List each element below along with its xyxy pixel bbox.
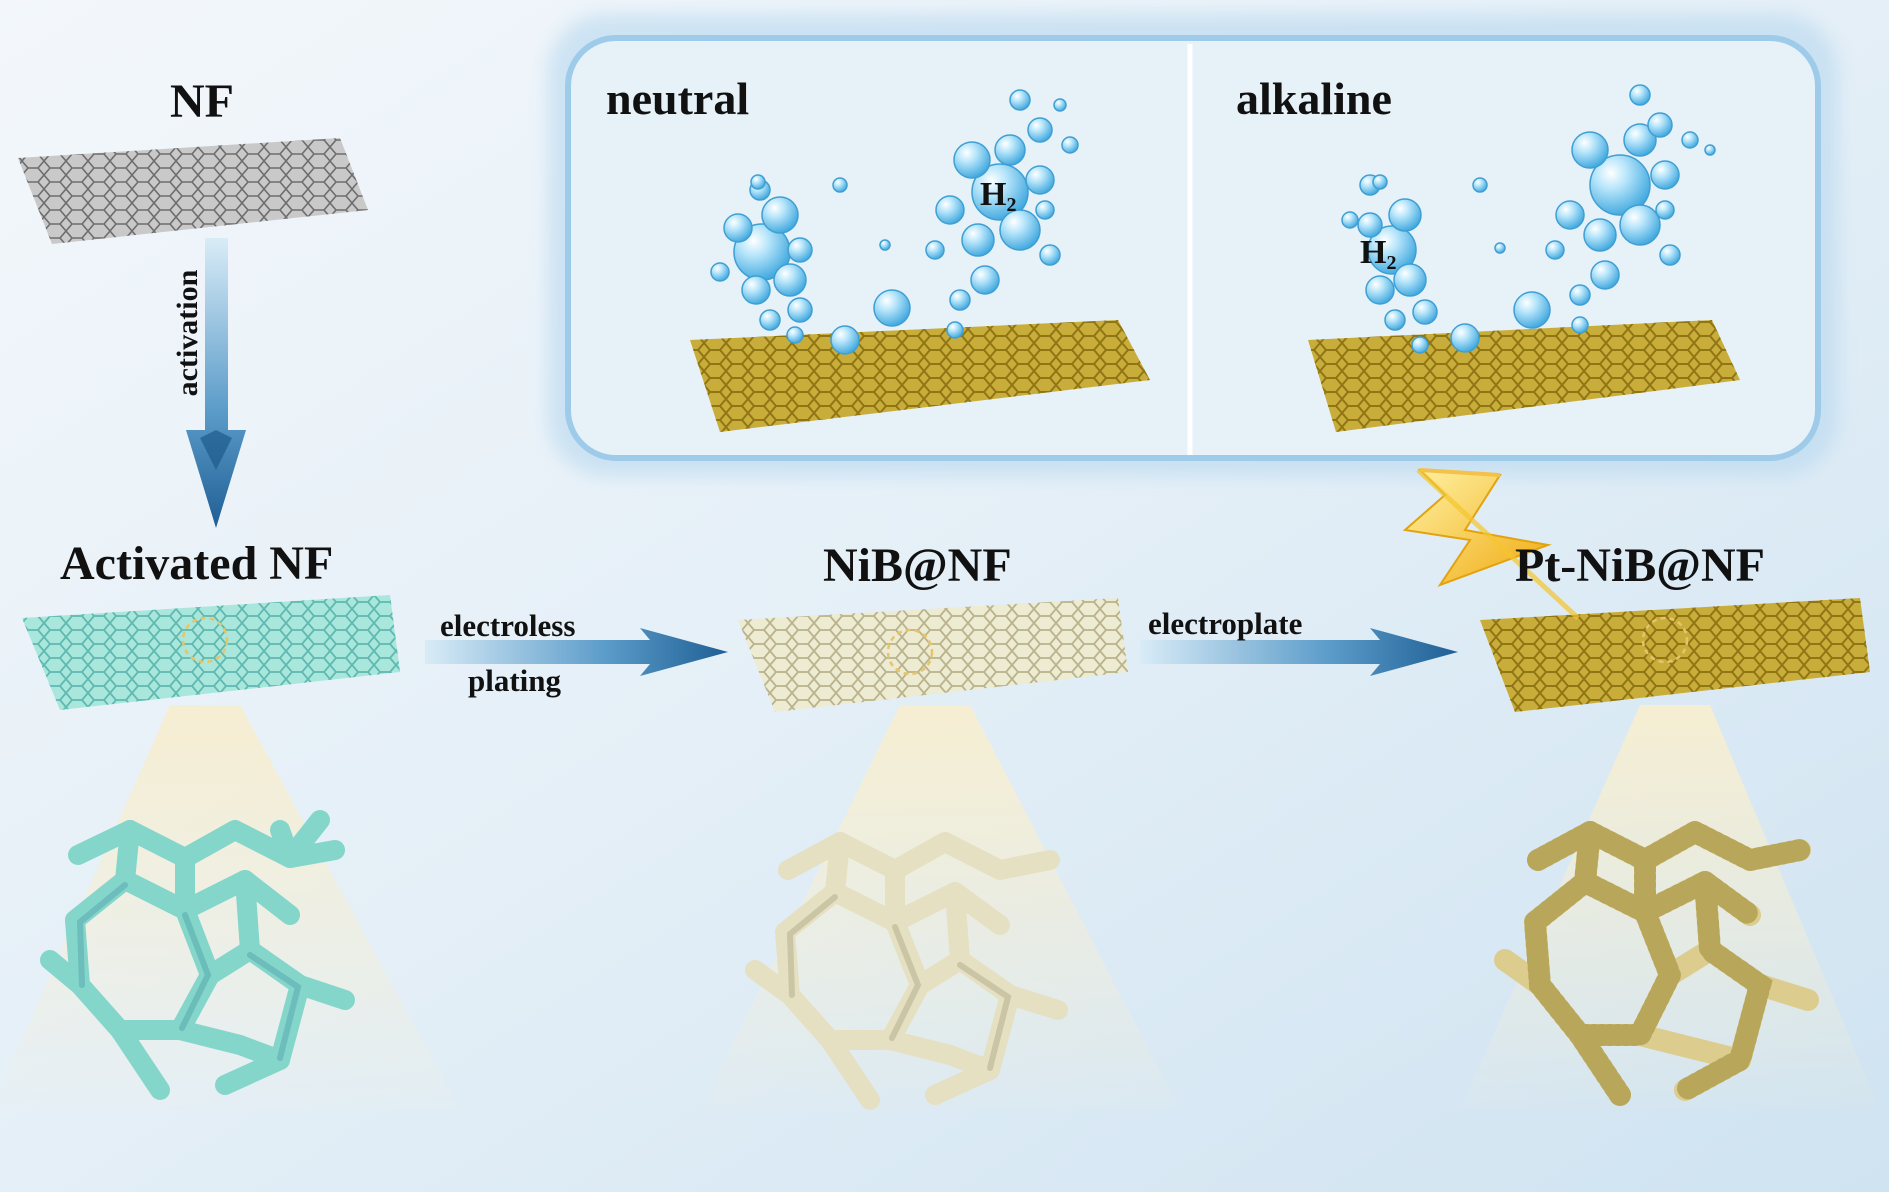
h2-main: H (1360, 234, 1387, 271)
nib-foam-strut-icon (745, 832, 1068, 1110)
electroless-label: electroless (440, 608, 576, 643)
nib-strut-shade (786, 894, 1012, 1071)
lightning-icon (1402, 468, 1580, 620)
electroless-arrow-icon (425, 628, 728, 676)
activated-nf-label: Activated NF (60, 537, 334, 590)
alkaline-title: alkaline (1236, 73, 1392, 124)
pt-nib-nf-foam-sheet-icon (1480, 598, 1870, 712)
h2-sub: 2 (1386, 252, 1397, 274)
h2-main: H (980, 176, 1007, 213)
electroplate-label: electroplate (1148, 606, 1303, 641)
nib-nf-foam-sheet-icon (738, 598, 1128, 712)
nf-label: NF (170, 75, 234, 128)
activated-strut-shade (76, 882, 302, 1061)
nib-nf-label: NiB@NF (823, 539, 1012, 592)
h2-label-neutral: H2 (980, 176, 1017, 216)
h2-sub: 2 (1006, 194, 1017, 216)
activation-arrow-icon (186, 238, 246, 528)
activated-foam-strut-icon (40, 810, 355, 1100)
plating-label: plating (468, 663, 562, 698)
h2-label-alkaline: H2 (1360, 234, 1397, 274)
pt-nib-strut-texture (1523, 819, 1811, 1106)
neutral-title: neutral (606, 73, 750, 124)
nf-foam-sheet-icon (18, 138, 368, 244)
electroplate-arrow-icon (1140, 628, 1458, 676)
activation-label: activation (171, 269, 204, 397)
bubble-cluster-icon (710, 89, 1079, 355)
bubble-cluster-icon (1341, 84, 1716, 354)
pt-nib-nf-label: Pt-NiB@NF (1515, 539, 1765, 592)
activated-nf-foam-sheet-icon (22, 595, 400, 710)
inset-left-foam-sheet-icon (690, 320, 1150, 432)
